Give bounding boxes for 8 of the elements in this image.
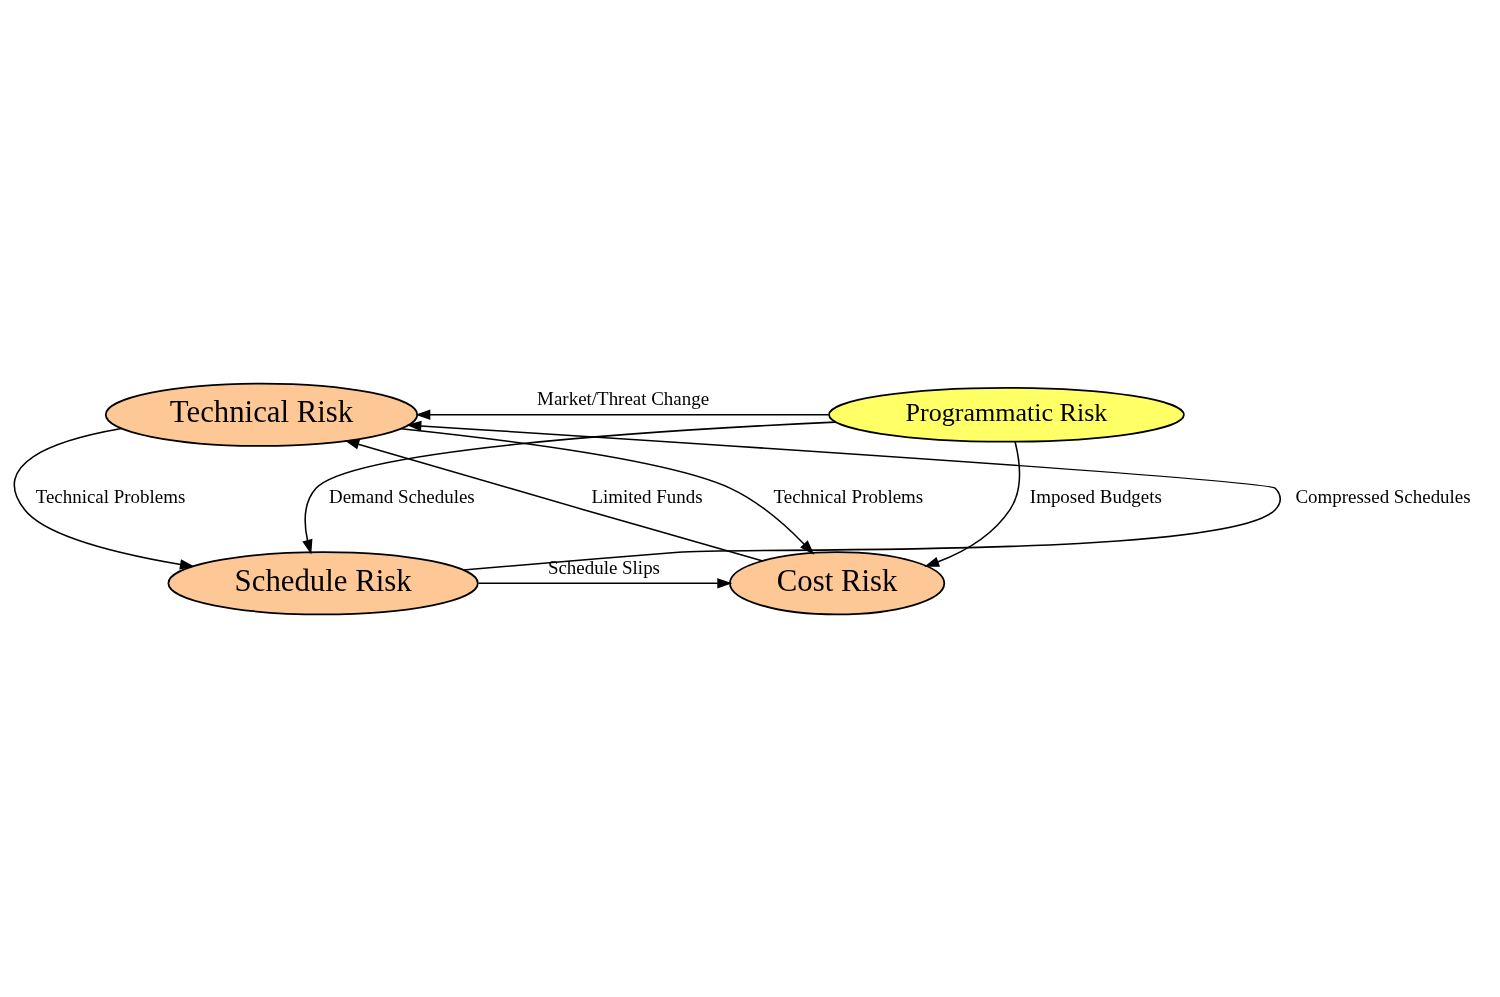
edge-label: Limited Funds xyxy=(591,485,703,507)
edge-label: Compressed Schedules xyxy=(1295,485,1471,507)
edge-label: Technical Problems xyxy=(773,485,924,507)
edge-label: Technical Problems xyxy=(35,485,186,507)
edge-label: Imposed Budgets xyxy=(1029,485,1162,507)
edge-label: Demand Schedules xyxy=(329,485,475,507)
edge-label: Schedule Slips xyxy=(547,556,660,578)
edge-label: Market/Threat Change xyxy=(537,387,710,409)
